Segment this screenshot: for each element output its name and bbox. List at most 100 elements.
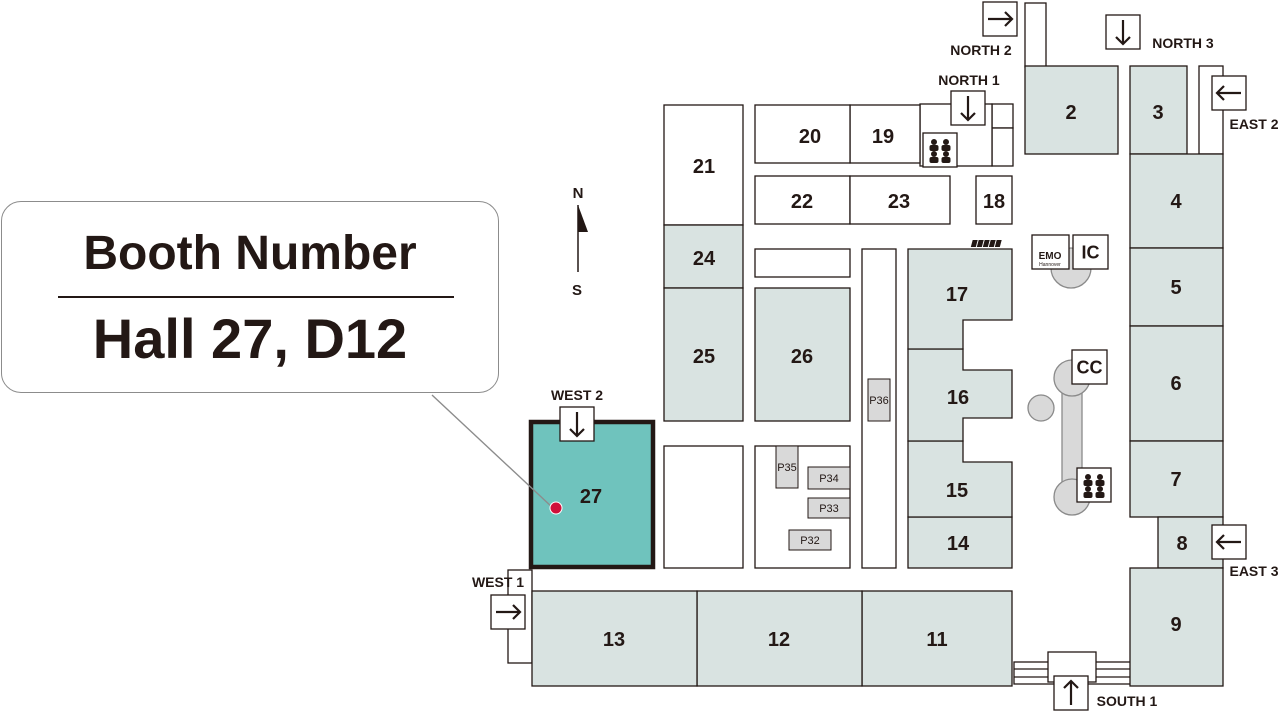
parking-p32[interactable]: P32: [788, 529, 832, 551]
gate-west1-label: WEST 1: [472, 574, 524, 590]
emo-logo-text: EMO: [1039, 251, 1062, 262]
parking-p36-label: P36: [869, 395, 889, 407]
ic-label-box[interactable]: IC: [1072, 234, 1109, 270]
hall-15[interactable]: 15: [907, 440, 1013, 518]
gate-east3-label: EAST 3: [1229, 563, 1278, 579]
arrow-up-icon: [1063, 679, 1079, 705]
hall-7[interactable]: 7: [1129, 440, 1224, 518]
parking-p33[interactable]: P33: [807, 497, 851, 519]
hall-20-label: 20: [799, 126, 821, 148]
parking-p35-label: P35: [777, 462, 797, 474]
arrow-down-icon: [960, 96, 976, 122]
hall-9-label: 9: [1170, 614, 1181, 636]
hall-25-label: 25: [693, 346, 715, 368]
gate-north3[interactable]: NORTH 3: [1105, 14, 1214, 51]
cc-label-box[interactable]: CC: [1071, 349, 1108, 385]
hall-3-label: 3: [1152, 102, 1163, 124]
meeting-point-icon: [922, 132, 958, 168]
hall-4-label: 4: [1170, 191, 1182, 213]
gate-north2[interactable]: NORTH 2: [950, 1, 1018, 58]
hall-22[interactable]: 22: [754, 175, 851, 225]
parking-p33-label: P33: [819, 503, 839, 515]
compass: N S: [572, 185, 588, 299]
callout-leader: [431, 394, 554, 509]
hall-18[interactable]: 18: [975, 175, 1013, 225]
hall-25[interactable]: 25: [663, 287, 744, 422]
booth-callout-value: Hall 27, D12: [92, 307, 408, 370]
arrow-left-icon: [1215, 85, 1241, 101]
hall-21[interactable]: 21: [663, 104, 744, 226]
hall-17-label: 17: [946, 284, 968, 306]
hall-2[interactable]: 2: [1024, 65, 1119, 155]
arrow-right-icon: [496, 604, 522, 620]
hall-17[interactable]: 17: [907, 248, 1013, 350]
hall-13[interactable]: 13: [531, 590, 698, 687]
emo-logo-subtext: Hannover: [1039, 262, 1061, 268]
hall-3[interactable]: 3: [1129, 65, 1188, 155]
gate-east2[interactable]: EAST 2: [1211, 75, 1279, 132]
hall-6-label: 6: [1170, 373, 1181, 395]
arrow-down-icon: [569, 412, 585, 438]
hall-22-label: 22: [791, 191, 813, 213]
gate-east3[interactable]: EAST 3: [1211, 524, 1279, 579]
hall-6[interactable]: 6: [1129, 325, 1224, 442]
gate-east2-label: EAST 2: [1229, 116, 1278, 132]
parking-p32-label: P32: [800, 535, 820, 547]
parking-p36[interactable]: P36: [867, 378, 891, 422]
empty-block: [663, 445, 744, 569]
gate-north1-label: NORTH 1: [938, 72, 1000, 88]
arrow-down-icon: [1115, 20, 1131, 46]
gate-west2-label: WEST 2: [551, 387, 603, 403]
hall-16-label: 16: [947, 387, 969, 409]
parking-p34[interactable]: P34: [807, 466, 851, 490]
hall-20[interactable]: 20: [754, 104, 851, 164]
gate-north3-label: NORTH 3: [1152, 35, 1214, 51]
ic-label-box-label: IC: [1082, 242, 1100, 262]
hall-27-label: 27: [580, 486, 602, 508]
hall-26[interactable]: 26: [754, 287, 851, 422]
gate-south1-label: SOUTH 1: [1097, 693, 1158, 709]
hall-15-label: 15: [946, 480, 968, 502]
hall-5-label: 5: [1170, 277, 1181, 299]
hall-16[interactable]: 16: [907, 348, 1013, 442]
arrow-right-icon: [988, 11, 1014, 27]
hall-11[interactable]: 11: [861, 590, 1013, 687]
meeting-point-icon: [1076, 467, 1112, 503]
hall-14[interactable]: 14: [907, 516, 1013, 569]
gate-south1[interactable]: SOUTH 1: [1053, 675, 1158, 711]
gate-west2[interactable]: WEST 2: [551, 387, 603, 442]
hall-27[interactable]: 27: [528, 419, 656, 570]
gate-west1[interactable]: WEST 1: [472, 574, 526, 630]
hall-9[interactable]: 9: [1129, 567, 1224, 687]
gate-north2-label: NORTH 2: [950, 42, 1012, 58]
parking-p35[interactable]: P35: [775, 445, 799, 489]
hall-4[interactable]: 4: [1129, 153, 1224, 249]
cc-label-box-label: CC: [1077, 357, 1103, 377]
booth-callout-title: Booth Number: [83, 227, 417, 280]
hall-2-label: 2: [1065, 102, 1076, 124]
hall-18-label: 18: [983, 191, 1005, 213]
gate-north1[interactable]: NORTH 1: [938, 72, 1000, 126]
hall-11-label: 11: [926, 629, 947, 651]
hall-12-label: 12: [768, 629, 790, 651]
compass-south-label: S: [572, 282, 582, 299]
hall-26-label: 26: [791, 346, 813, 368]
hall-7-label: 7: [1170, 469, 1181, 491]
hall-13-label: 13: [603, 629, 625, 651]
hall-5[interactable]: 5: [1129, 247, 1224, 327]
hall-24-label: 24: [693, 248, 716, 270]
booth-callout-divider: [58, 296, 454, 298]
hall-14-label: 14: [947, 533, 970, 555]
hall-19[interactable]: 19: [849, 104, 921, 164]
cc-pavilion: [1027, 394, 1055, 422]
empty-block: [754, 248, 851, 278]
hall-23-label: 23: [888, 191, 910, 213]
booth-marker[interactable]: [549, 501, 563, 515]
hall-12[interactable]: 12: [696, 590, 863, 687]
parking-p34-label: P34: [819, 473, 839, 485]
hall-23[interactable]: 23: [849, 175, 951, 225]
arrow-left-icon: [1215, 534, 1241, 550]
hall-24[interactable]: 24: [663, 224, 744, 289]
